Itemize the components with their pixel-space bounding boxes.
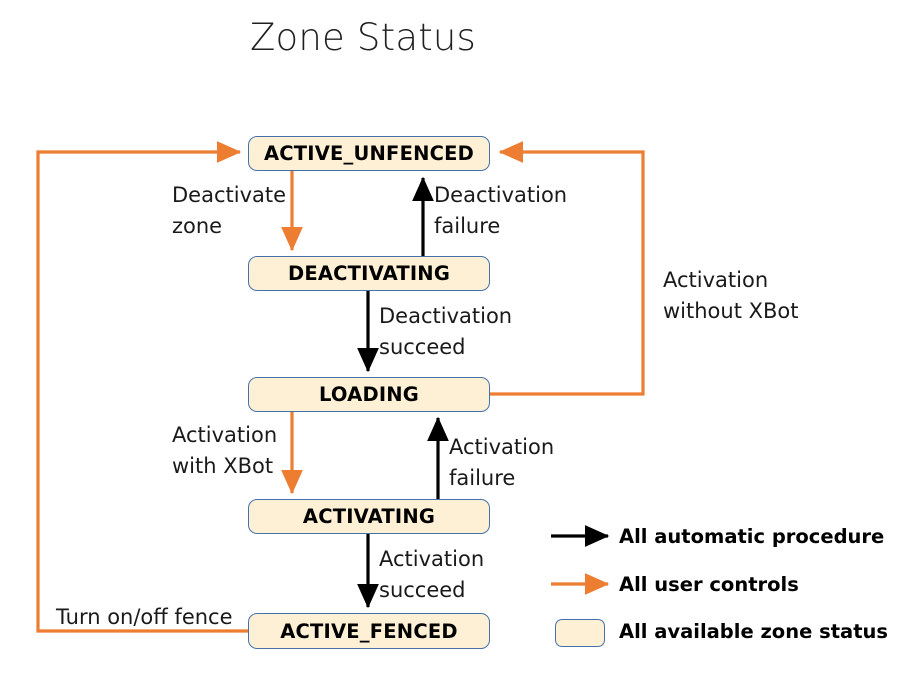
edge-label-activation-without-xbot: Activation without XBot	[663, 268, 799, 323]
state-node-activating[interactable]: ACTIVATING	[248, 499, 490, 534]
edge-label-activation-succeed: Activation succeed	[379, 547, 485, 602]
edge-label-activation-failure: Activation failure	[449, 435, 555, 490]
state-node-active-fenced[interactable]: ACTIVE_FENCED	[248, 613, 490, 649]
edge-label-deactivation-failure: Deactivation failure	[434, 183, 568, 238]
edge-label-deactivate-zone: Deactivate zone	[172, 183, 287, 238]
legend-zone-status-swatch-icon	[555, 619, 605, 647]
edge-activation-without-xbot	[490, 141, 645, 396]
page-title: Zone Status	[249, 16, 477, 59]
legend-item-user-label: All user controls	[619, 573, 799, 596]
state-node-deactivating[interactable]: DEACTIVATING	[248, 256, 490, 291]
edge-label-deactivation-succeed: Deactivation succeed	[379, 304, 513, 359]
legend-item-automatic-label: All automatic procedure	[619, 525, 885, 548]
legend-item-status-label: All available zone status	[619, 620, 889, 643]
state-node-loading[interactable]: LOADING	[248, 377, 490, 412]
edge-label-turn-on-off-fence: Turn on/off fence	[56, 605, 233, 629]
edge-turn-on-off-fence	[36, 141, 248, 633]
state-node-active-unfenced[interactable]: ACTIVE_UNFENCED	[248, 136, 490, 171]
edge-label-activation-with-xbot: Activation with XBot	[172, 423, 278, 478]
